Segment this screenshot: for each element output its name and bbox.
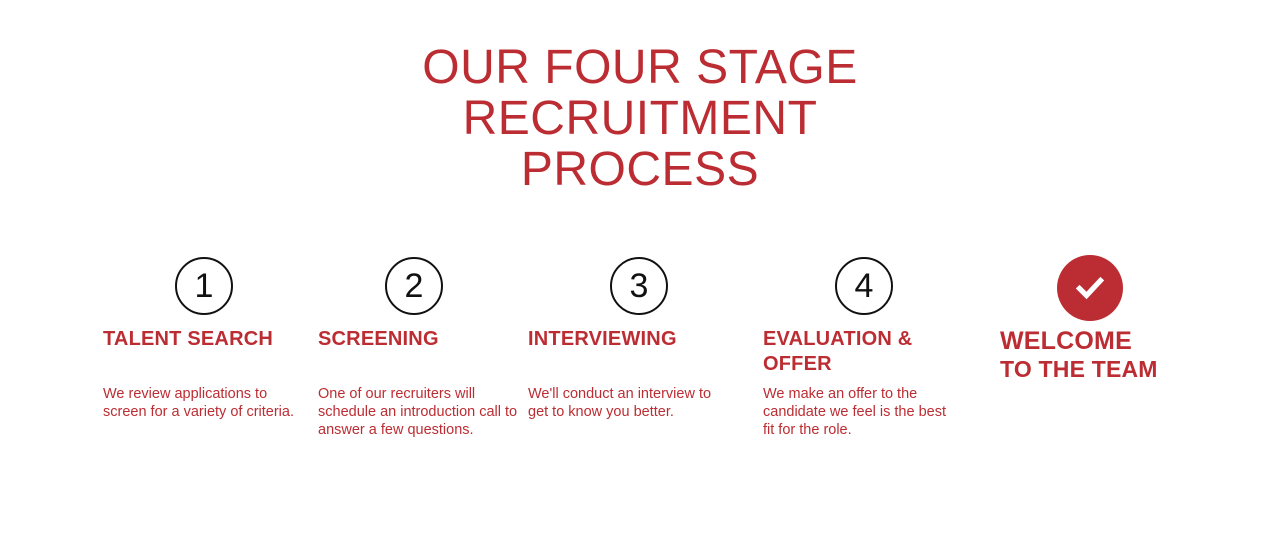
page-title: OUR FOUR STAGE RECRUITMENT PROCESS bbox=[0, 42, 1280, 195]
step-3-number: 3 bbox=[629, 267, 649, 305]
step-2: 2 SCREENING One of our recruiters will s… bbox=[318, 255, 518, 439]
page-title-line-1: OUR FOUR STAGE bbox=[422, 41, 858, 94]
welcome-heading-line-1: WELCOME bbox=[1000, 327, 1132, 355]
step-4-badge-row: 4 bbox=[763, 255, 958, 327]
step-2-number: 2 bbox=[404, 267, 424, 305]
step-1-heading: TALENT SEARCH bbox=[103, 328, 274, 350]
page-title-line-2: RECRUITMENT bbox=[462, 92, 818, 145]
step-3-number-circle: 3 bbox=[610, 257, 668, 315]
welcome-block: WELCOME TO THE TEAM bbox=[1000, 255, 1210, 383]
step-1-body: We review applications to screen for a v… bbox=[103, 386, 294, 420]
recruitment-steps: 1 TALENT SEARCH We review applications t… bbox=[0, 255, 1280, 515]
step-1-number-circle: 1 bbox=[175, 257, 233, 315]
step-4-body: We make an offer to the candidate we fee… bbox=[763, 386, 946, 438]
page-title-line-3: PROCESS bbox=[520, 143, 760, 196]
step-1-number: 1 bbox=[194, 267, 214, 305]
check-circle-icon bbox=[1057, 255, 1123, 321]
step-3-badge-row: 3 bbox=[528, 255, 733, 327]
step-3: 3 INTERVIEWING We'll conduct an intervie… bbox=[528, 255, 733, 421]
step-3-heading: INTERVIEWING bbox=[528, 328, 677, 350]
step-1-badge-row: 1 bbox=[103, 255, 303, 327]
step-3-body: We'll conduct an interview to get to kno… bbox=[528, 386, 712, 420]
step-1: 1 TALENT SEARCH We review applications t… bbox=[103, 255, 303, 421]
step-2-badge-row: 2 bbox=[318, 255, 518, 327]
step-4: 4 EVALUATION & OFFER We make an offer to… bbox=[763, 255, 958, 439]
step-2-number-circle: 2 bbox=[385, 257, 443, 315]
step-4-number-circle: 4 bbox=[835, 257, 893, 315]
step-2-heading: SCREENING bbox=[318, 328, 439, 350]
step-4-heading: EVALUATION & OFFER bbox=[763, 328, 913, 375]
welcome-badge-row bbox=[1000, 255, 1210, 327]
welcome-heading: WELCOME TO THE TEAM bbox=[1000, 327, 1210, 383]
step-4-number: 4 bbox=[854, 267, 874, 305]
welcome-heading-line-2: TO THE TEAM bbox=[1000, 356, 1158, 382]
step-2-body: One of our recruiters will schedule an i… bbox=[318, 386, 518, 438]
